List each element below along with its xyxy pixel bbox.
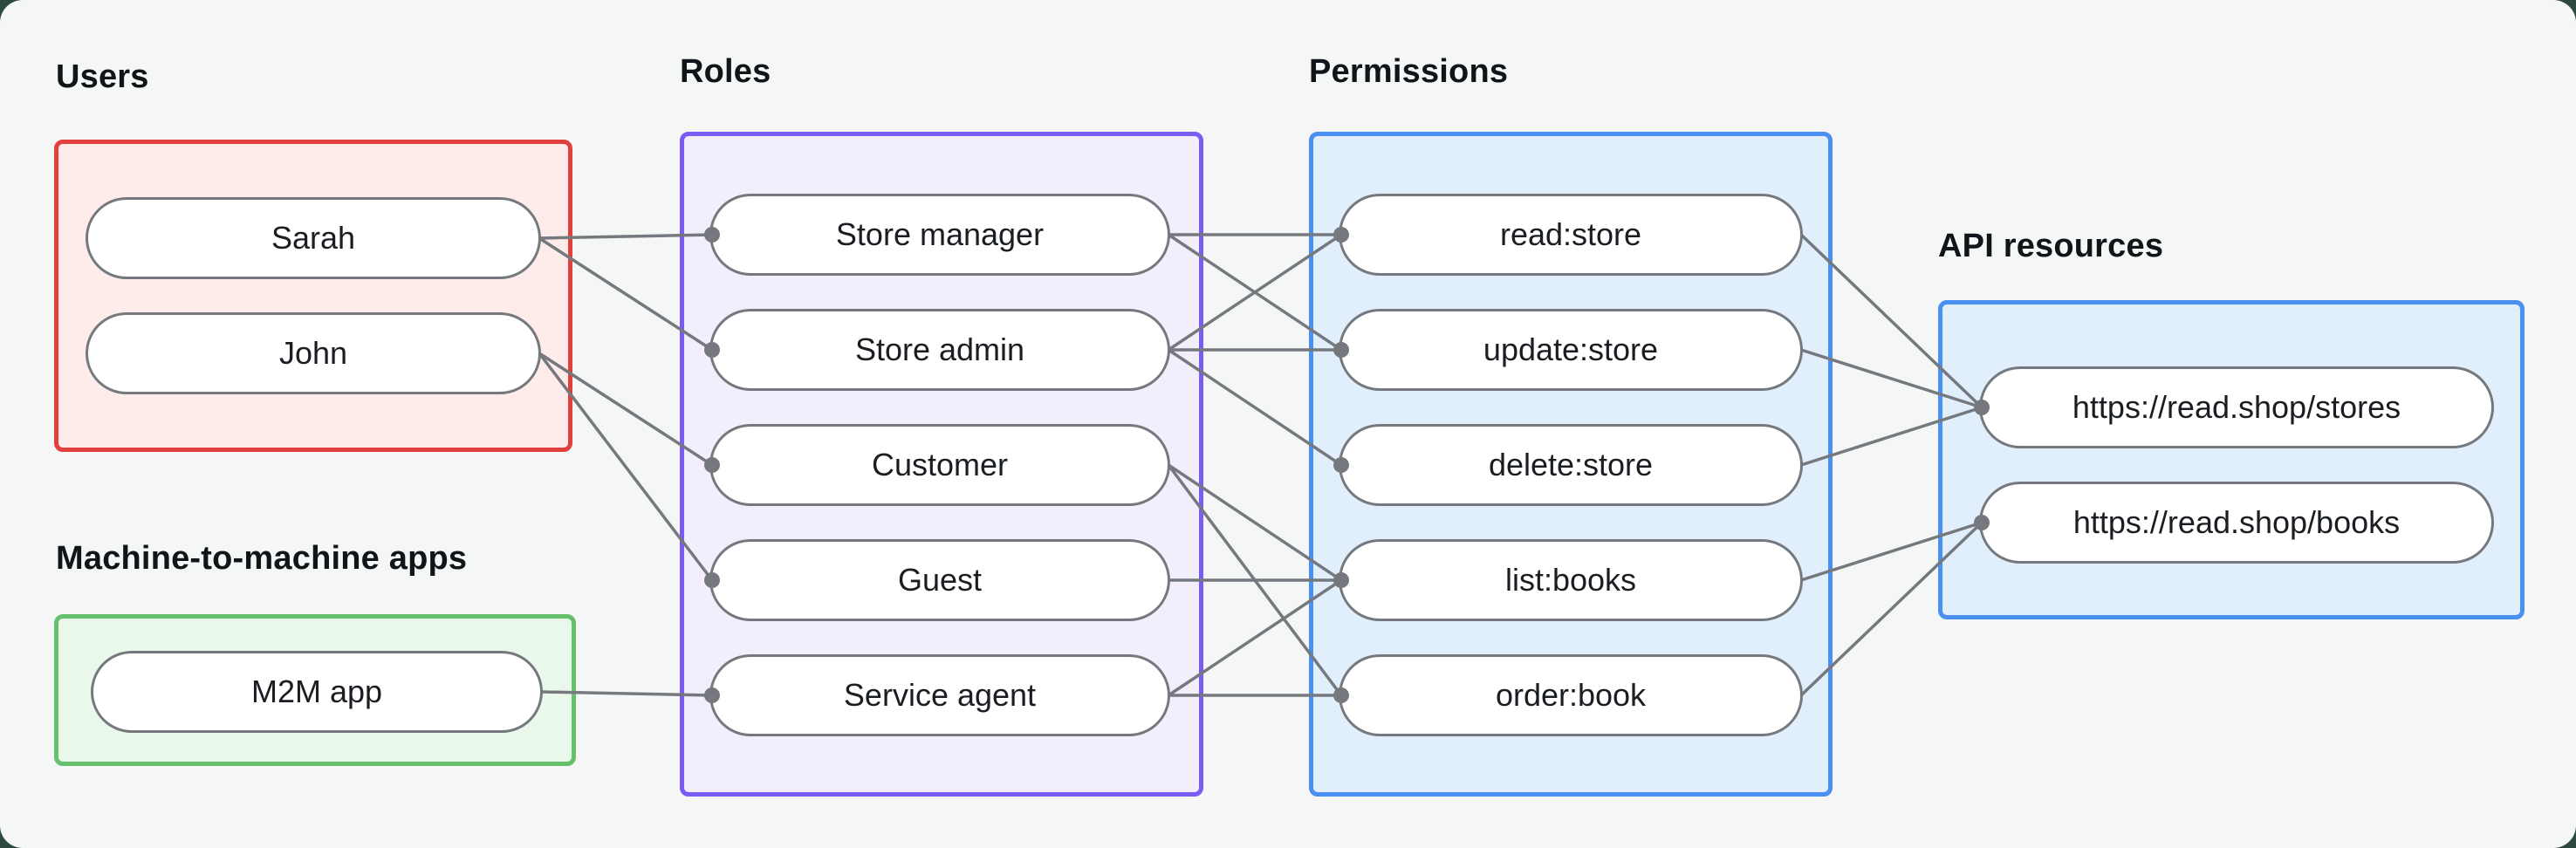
section-title-roles: Roles [680, 53, 771, 90]
node-permission-list-books: list:books [1339, 539, 1803, 621]
section-title-users: Users [56, 58, 149, 95]
node-api-resource-books: https://read.shop/books [1979, 482, 2494, 564]
node-permission-read-store: read:store [1339, 194, 1803, 276]
node-user-john: John [86, 312, 541, 394]
section-title-api-resources: API resources [1938, 228, 2164, 264]
section-title-m2m-apps: Machine-to-machine apps [56, 540, 468, 577]
node-api-resource-stores: https://read.shop/stores [1979, 366, 2494, 448]
node-role-guest: Guest [709, 539, 1170, 621]
node-user-sarah: Sarah [86, 197, 541, 279]
section-title-permissions: Permissions [1309, 53, 1509, 90]
node-permission-order-book: order:book [1339, 654, 1803, 736]
group-box-users [54, 140, 572, 452]
node-m2m-app: M2M app [91, 651, 543, 733]
node-role-store-admin: Store admin [709, 309, 1170, 391]
node-permission-delete-store: delete:store [1339, 424, 1803, 506]
node-role-service-agent: Service agent [709, 654, 1170, 736]
node-permission-update-store: update:store [1339, 309, 1803, 391]
group-box-api-resources [1938, 300, 2525, 619]
node-role-store-manager: Store manager [709, 194, 1170, 276]
node-role-customer: Customer [709, 424, 1170, 506]
